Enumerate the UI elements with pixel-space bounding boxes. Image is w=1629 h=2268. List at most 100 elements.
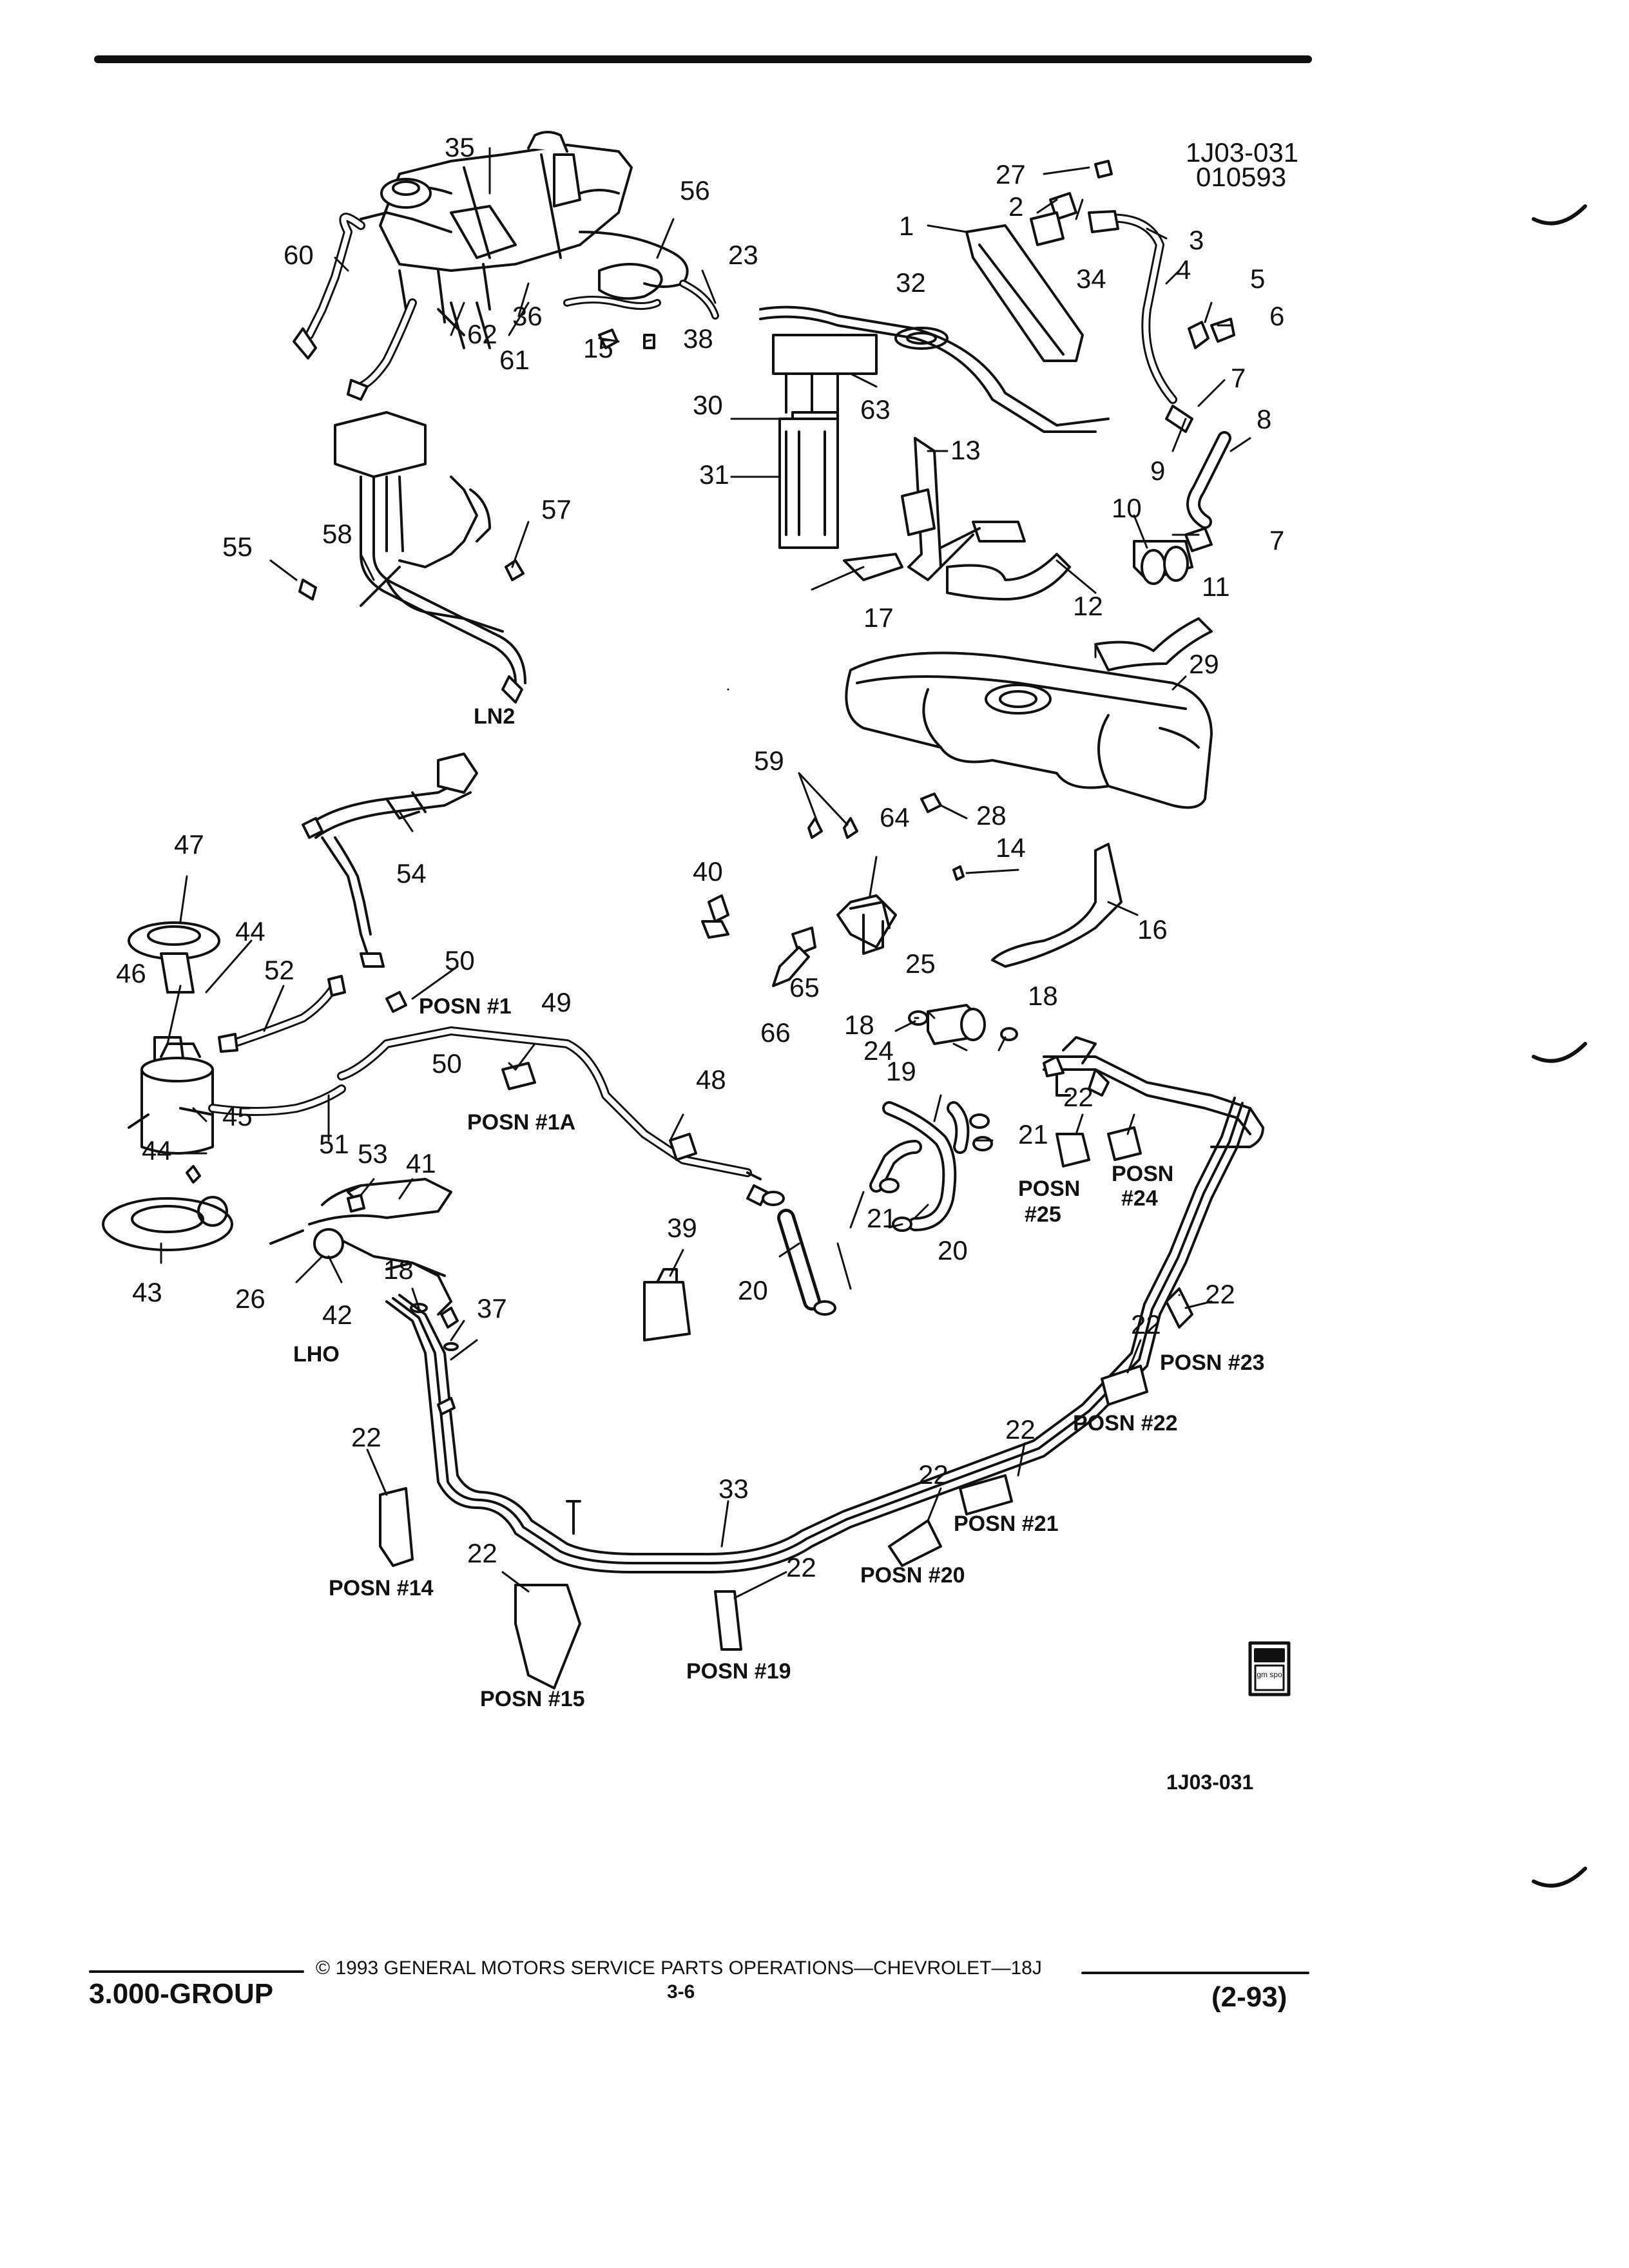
posn-23-label: POSN #23	[1160, 1350, 1265, 1375]
callout-30: 30	[693, 390, 723, 420]
callout-56: 56	[680, 175, 710, 206]
callout-60: 60	[284, 240, 314, 270]
callout-22g: 22	[351, 1422, 381, 1452]
callout-55: 55	[222, 532, 253, 562]
posn-1-label: POSN #1	[419, 994, 512, 1019]
gm-spo-logo-text: gm spo	[1257, 1670, 1282, 1679]
callout-14: 14	[996, 832, 1026, 863]
ln2-fuel-line-assembly	[298, 411, 526, 704]
variant-ln2-label: LN2	[474, 704, 516, 729]
callout-23: 23	[728, 240, 758, 270]
callout-43: 43	[132, 1277, 162, 1307]
callout-51: 51	[319, 1129, 349, 1159]
callout-41: 41	[406, 1148, 436, 1178]
lho-fuel-lines	[269, 1178, 459, 1351]
callout-46: 46	[116, 958, 146, 988]
callout-44a: 44	[235, 916, 265, 947]
callout-25: 25	[905, 948, 936, 979]
callout-52: 52	[264, 955, 294, 985]
callout-57: 57	[541, 494, 572, 524]
callout-20a: 20	[738, 1275, 768, 1305]
callout-26: 26	[235, 1283, 265, 1314]
callout-18a: 18	[844, 1010, 874, 1040]
callout-65: 65	[789, 972, 820, 1003]
posn-19-label: POSN #19	[686, 1659, 791, 1684]
callout-37: 37	[477, 1293, 507, 1323]
callout-28: 28	[976, 800, 1007, 831]
posn-14-label: POSN #14	[329, 1576, 434, 1600]
callout-6: 6	[1269, 301, 1285, 331]
callout-22a: 22	[1063, 1082, 1094, 1112]
callout-22d: 22	[1005, 1414, 1036, 1445]
posn-25-label-b: #25	[1025, 1202, 1061, 1227]
fuel-filter-group	[643, 793, 1018, 1341]
callout-38: 38	[683, 323, 713, 354]
callout-21b: 21	[867, 1203, 897, 1233]
callout-32: 32	[896, 267, 926, 298]
posn-20-label: POSN #20	[860, 1563, 965, 1588]
callout-48: 48	[696, 1064, 726, 1095]
callout-50a: 50	[445, 945, 475, 975]
footer-revision: (2-93)	[1211, 1981, 1287, 2013]
posn-1a-label: POSN #1A	[467, 1110, 576, 1135]
evap-canister-group	[102, 921, 768, 1251]
callout-33: 33	[718, 1474, 749, 1504]
main-fuel-line-assembly	[385, 1036, 1264, 1573]
engine-assembly	[293, 131, 719, 401]
callout-1: 1	[899, 211, 914, 241]
margin-mark	[1532, 1867, 1587, 1888]
callout-45: 45	[222, 1101, 253, 1131]
callout-22c: 22	[1131, 1309, 1161, 1340]
callout-62: 62	[467, 319, 497, 349]
callout-17: 17	[863, 602, 894, 633]
callout-13: 13	[950, 435, 981, 465]
variant-lho-label: LHO	[293, 1342, 340, 1367]
tank-strap-16	[991, 843, 1123, 968]
callout-7a: 7	[1231, 363, 1246, 393]
drawing-id: 1J03-031	[1186, 137, 1299, 168]
callout-58: 58	[322, 519, 352, 549]
callout-54: 54	[396, 858, 427, 889]
callout-44b: 44	[142, 1135, 172, 1166]
callout-2: 2	[1008, 191, 1024, 222]
callout-40: 40	[693, 856, 723, 887]
callout-59: 59	[754, 745, 784, 776]
posn-15-label: POSN #15	[480, 1687, 585, 1711]
callout-42: 42	[322, 1300, 352, 1330]
callout-18b: 18	[1028, 981, 1058, 1011]
margin-mark	[1532, 1042, 1587, 1063]
callout-61: 61	[499, 345, 530, 375]
gm-spo-logo	[1248, 1641, 1291, 1696]
callout-50b: 50	[432, 1048, 462, 1079]
fuel-pump-sender-group	[759, 160, 1235, 671]
posn-25-label-a: POSN	[1018, 1177, 1081, 1201]
callout-22f: 22	[786, 1552, 816, 1582]
callout-66: 66	[760, 1017, 791, 1048]
callout-3: 3	[1189, 225, 1204, 255]
posn-21-label: POSN #21	[954, 1512, 1059, 1536]
callout-27: 27	[996, 159, 1026, 189]
callout-10: 10	[1112, 493, 1142, 523]
callout-24: 24	[863, 1035, 894, 1066]
fuel-feed-lines-54	[302, 753, 478, 968]
callout-11: 11	[1202, 572, 1230, 602]
callout-8: 8	[1257, 404, 1272, 434]
callout-35: 35	[445, 132, 475, 162]
callout-34: 34	[1076, 264, 1106, 294]
callout-16: 16	[1137, 914, 1168, 945]
callout-7b: 7	[1269, 525, 1285, 555]
fuel-tank	[845, 651, 1213, 809]
callout-15: 15	[583, 333, 613, 363]
footer-group: 3.000-GROUP	[89, 1978, 274, 2010]
callout-9: 9	[1150, 456, 1166, 486]
callout-18c: 18	[383, 1254, 414, 1285]
leader-lines	[160, 147, 1251, 1599]
callout-39: 39	[667, 1213, 697, 1243]
callout-64: 64	[880, 802, 910, 832]
callout-63: 63	[860, 394, 891, 425]
date-code: 010593	[1196, 162, 1287, 192]
callout-22b: 22	[1205, 1279, 1235, 1309]
posn-24-label-a: POSN	[1112, 1162, 1174, 1186]
callout-29: 29	[1189, 649, 1219, 679]
